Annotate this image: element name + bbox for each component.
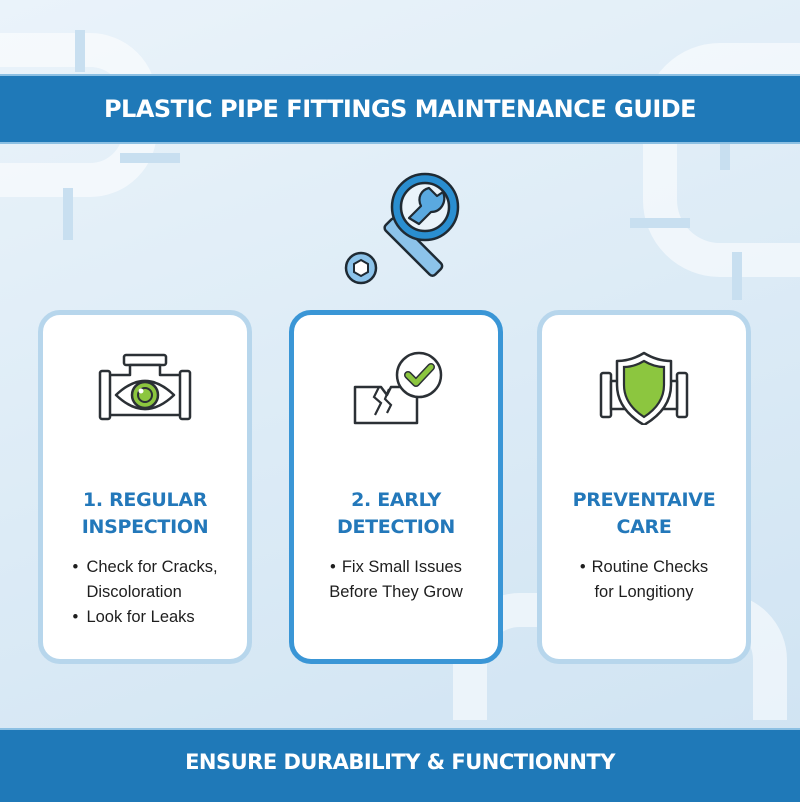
bullet-item: Routine Checks (580, 555, 708, 580)
card-bullets: Fix Small Issues Before They Grow (329, 555, 463, 605)
card-bullets: Routine Checks for Longitiony (580, 555, 708, 605)
card-title: 2. EARLY DETECTION (336, 489, 456, 538)
bullet-item-continuation: Discoloration (86, 583, 182, 601)
crack-check-icon (353, 351, 443, 425)
bullet-item: Look for Leaks (72, 605, 217, 630)
bullet-item-continuation: for Longitiony (594, 583, 694, 601)
page-title: PLASTIC PIPE FITTINGS MAINTENANCE GUIDE (103, 95, 697, 123)
card-regular-inspection: 1. REGULAR INSPECTION Check for Cracks, … (38, 310, 252, 664)
footer-banner: ENSURE DURABILITY & FUNCTIONNTY (0, 728, 800, 802)
card-preventive-care: PREVENTAIVE CARE Routine Checks for Long… (537, 310, 751, 664)
header-banner: PLASTIC PIPE FITTINGS MAINTENANCE GUIDE (0, 74, 800, 144)
card-early-detection: 2. EARLY DETECTION Fix Small Issues Befo… (289, 310, 503, 664)
pipe-eye-icon (98, 353, 192, 421)
bullet-item: Fix Small Issues (329, 555, 463, 580)
pipe-shield-icon (599, 351, 689, 425)
card-title: PREVENTAIVE CARE (572, 489, 716, 538)
card-bullets: Check for Cracks, Discoloration Look for… (72, 555, 217, 630)
card-title: 1. REGULAR INSPECTION (81, 489, 209, 538)
bullet-item: Check for Cracks, (72, 555, 217, 580)
footer-text: ENSURE DURABILITY & FUNCTIONNTY (185, 750, 615, 774)
wrench-magnifier-icon (344, 172, 460, 285)
bullet-item-continuation: Before They Grow (329, 583, 463, 601)
